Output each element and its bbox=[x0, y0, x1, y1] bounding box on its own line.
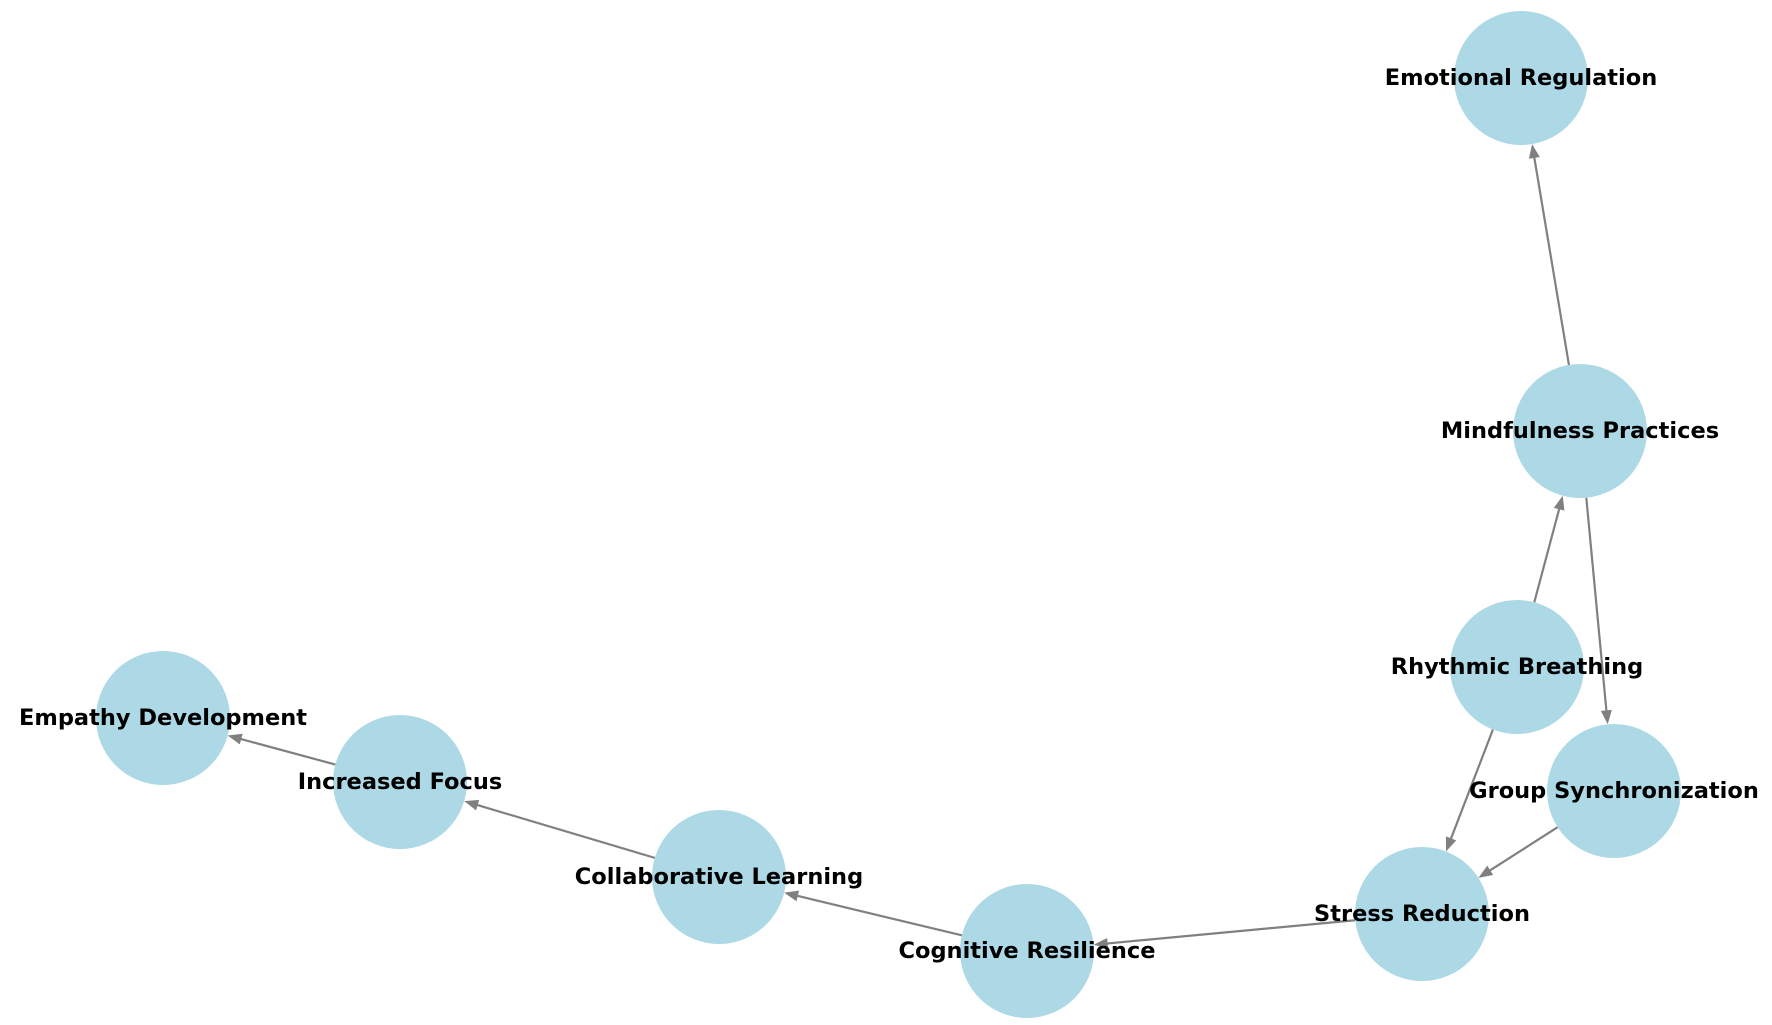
node-label-collaborative: Collaborative Learning bbox=[575, 864, 863, 890]
node-label-emotional: Emotional Regulation bbox=[1385, 65, 1658, 91]
node-label-stress: Stress Reduction bbox=[1314, 901, 1530, 927]
edge-rhythmic-to-mindfulness bbox=[1533, 495, 1565, 603]
node-stress bbox=[1355, 847, 1489, 981]
edge-collaborative-to-focus bbox=[464, 799, 656, 859]
arrowhead-icon bbox=[1528, 144, 1540, 159]
edges-layer bbox=[227, 144, 1612, 949]
edge-cognitive-to-collaborative bbox=[784, 890, 963, 937]
node-collaborative bbox=[652, 810, 786, 944]
edge-mindfulness-to-group bbox=[1585, 497, 1612, 725]
arrowhead-icon bbox=[784, 890, 800, 902]
arrowhead-icon bbox=[1553, 495, 1565, 511]
node-emotional bbox=[1454, 11, 1588, 145]
edge-line bbox=[239, 737, 336, 766]
arrowhead-icon bbox=[227, 733, 243, 745]
arrowhead-icon bbox=[464, 799, 480, 811]
node-label-mindfulness: Mindfulness Practices bbox=[1441, 418, 1719, 444]
edge-line bbox=[1585, 497, 1608, 712]
node-focus bbox=[333, 715, 467, 849]
edge-group-to-stress bbox=[1478, 826, 1559, 878]
arrowhead-icon bbox=[1478, 865, 1494, 878]
node-label-focus: Increased Focus bbox=[298, 769, 503, 795]
node-group bbox=[1547, 724, 1681, 858]
node-cognitive bbox=[960, 884, 1094, 1018]
arrowhead-icon bbox=[1445, 836, 1457, 852]
edge-line bbox=[796, 894, 963, 937]
edge-line bbox=[1106, 919, 1356, 945]
edge-focus-to-empathy bbox=[227, 733, 336, 766]
edge-line bbox=[1533, 156, 1571, 366]
node-mindfulness bbox=[1513, 364, 1647, 498]
node-label-group: Group Synchronization bbox=[1469, 778, 1759, 804]
node-empathy bbox=[96, 651, 230, 785]
edge-line bbox=[1533, 508, 1561, 603]
edge-rhythmic-to-stress bbox=[1445, 729, 1494, 852]
arrowhead-icon bbox=[1093, 937, 1109, 949]
edge-line bbox=[1449, 729, 1494, 840]
edge-mindfulness-to-emotional bbox=[1528, 144, 1571, 366]
edge-line bbox=[476, 803, 656, 859]
node-label-rhythmic: Rhythmic Breathing bbox=[1391, 654, 1643, 680]
node-label-empathy: Empathy Development bbox=[19, 705, 307, 731]
arrowhead-icon bbox=[1600, 709, 1612, 725]
edge-line bbox=[1488, 826, 1559, 872]
node-label-cognitive: Cognitive Resilience bbox=[898, 938, 1155, 964]
nodes-layer bbox=[96, 11, 1681, 1018]
node-rhythmic bbox=[1450, 600, 1584, 734]
edge-stress-to-cognitive bbox=[1093, 919, 1356, 949]
